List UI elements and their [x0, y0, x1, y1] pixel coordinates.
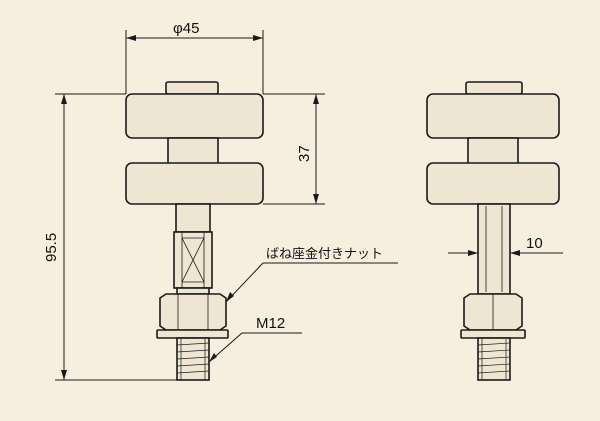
arrowhead	[468, 250, 478, 256]
arrowhead	[126, 35, 136, 41]
arrowhead	[313, 94, 319, 104]
left-wrench-flat-cross-b	[181, 237, 205, 283]
spring-nut-label: ばね座金付きナット	[266, 246, 383, 262]
right-view	[426, 81, 560, 381]
shaft-width-label: 10	[526, 235, 543, 252]
dimension-shaft-width: 10	[448, 235, 563, 256]
left-lower-pad	[125, 162, 264, 205]
arrowhead	[313, 194, 319, 204]
callout-thread: M12	[208, 315, 302, 363]
arrowhead	[61, 370, 67, 380]
head-diameter-label: φ45	[173, 20, 199, 37]
dimension-pad-spacing: 37	[263, 93, 325, 205]
arrowhead	[253, 35, 263, 41]
right-shaft	[477, 203, 511, 295]
arrowhead	[61, 94, 67, 104]
thread-label: M12	[256, 315, 285, 332]
overall-height-label: 95.5	[43, 233, 60, 262]
left-neck	[167, 137, 219, 165]
left-view	[125, 81, 264, 381]
arrowhead	[209, 353, 217, 362]
right-upper-pad	[426, 93, 560, 139]
right-neck	[467, 137, 519, 165]
arrowhead	[510, 250, 520, 256]
left-upper-pad	[125, 93, 264, 139]
right-thread-lines	[477, 338, 511, 380]
right-lower-pad	[426, 162, 560, 205]
left-spring-washer	[156, 329, 229, 339]
callout-spring-nut: ばね座金付きナット	[225, 246, 398, 303]
right-spring-washer	[460, 329, 526, 339]
pad-spacing-label: 37	[296, 145, 313, 162]
arrowhead	[226, 292, 234, 302]
left-hex-nut	[159, 293, 227, 331]
dimension-head-diameter: φ45	[125, 20, 264, 94]
right-top-cap	[465, 81, 523, 95]
left-lower-shaft	[176, 287, 210, 295]
dimension-overall-height: 95.5	[43, 93, 177, 381]
left-top-cap	[165, 81, 219, 95]
left-upper-shaft	[175, 203, 211, 233]
left-thread-lines	[176, 338, 210, 380]
